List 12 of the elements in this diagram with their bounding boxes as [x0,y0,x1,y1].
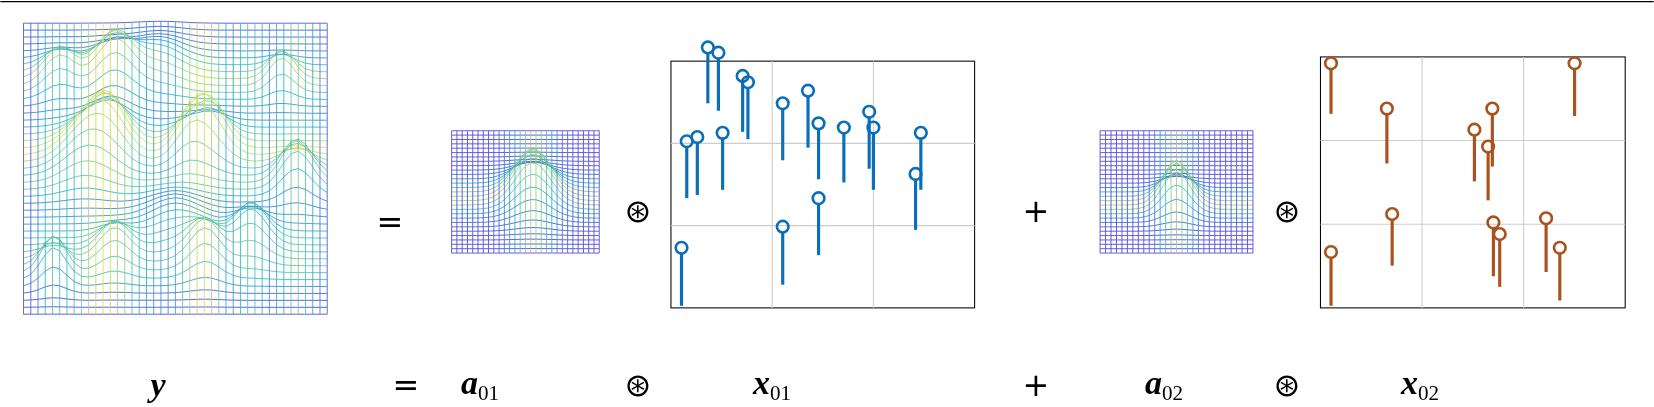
math-operator: = [376,206,404,238]
math-symbol: x$_{01}$ [752,365,792,405]
math-symbol: a$_{02}$ [1144,365,1184,405]
convolution-operator: ⊛ [1273,195,1301,227]
convolution-operator: ⊛ [624,195,652,227]
math-symbol: a$_{01}$ [460,365,500,405]
convolution-operator: ⊛ [1273,369,1301,401]
math-operator: + [1022,195,1050,227]
math-symbol: x$_{02}$ [1400,365,1440,405]
convolution-operator: ⊛ [624,369,652,401]
math-operator: + [1022,369,1050,401]
math-operator: = [392,369,420,401]
